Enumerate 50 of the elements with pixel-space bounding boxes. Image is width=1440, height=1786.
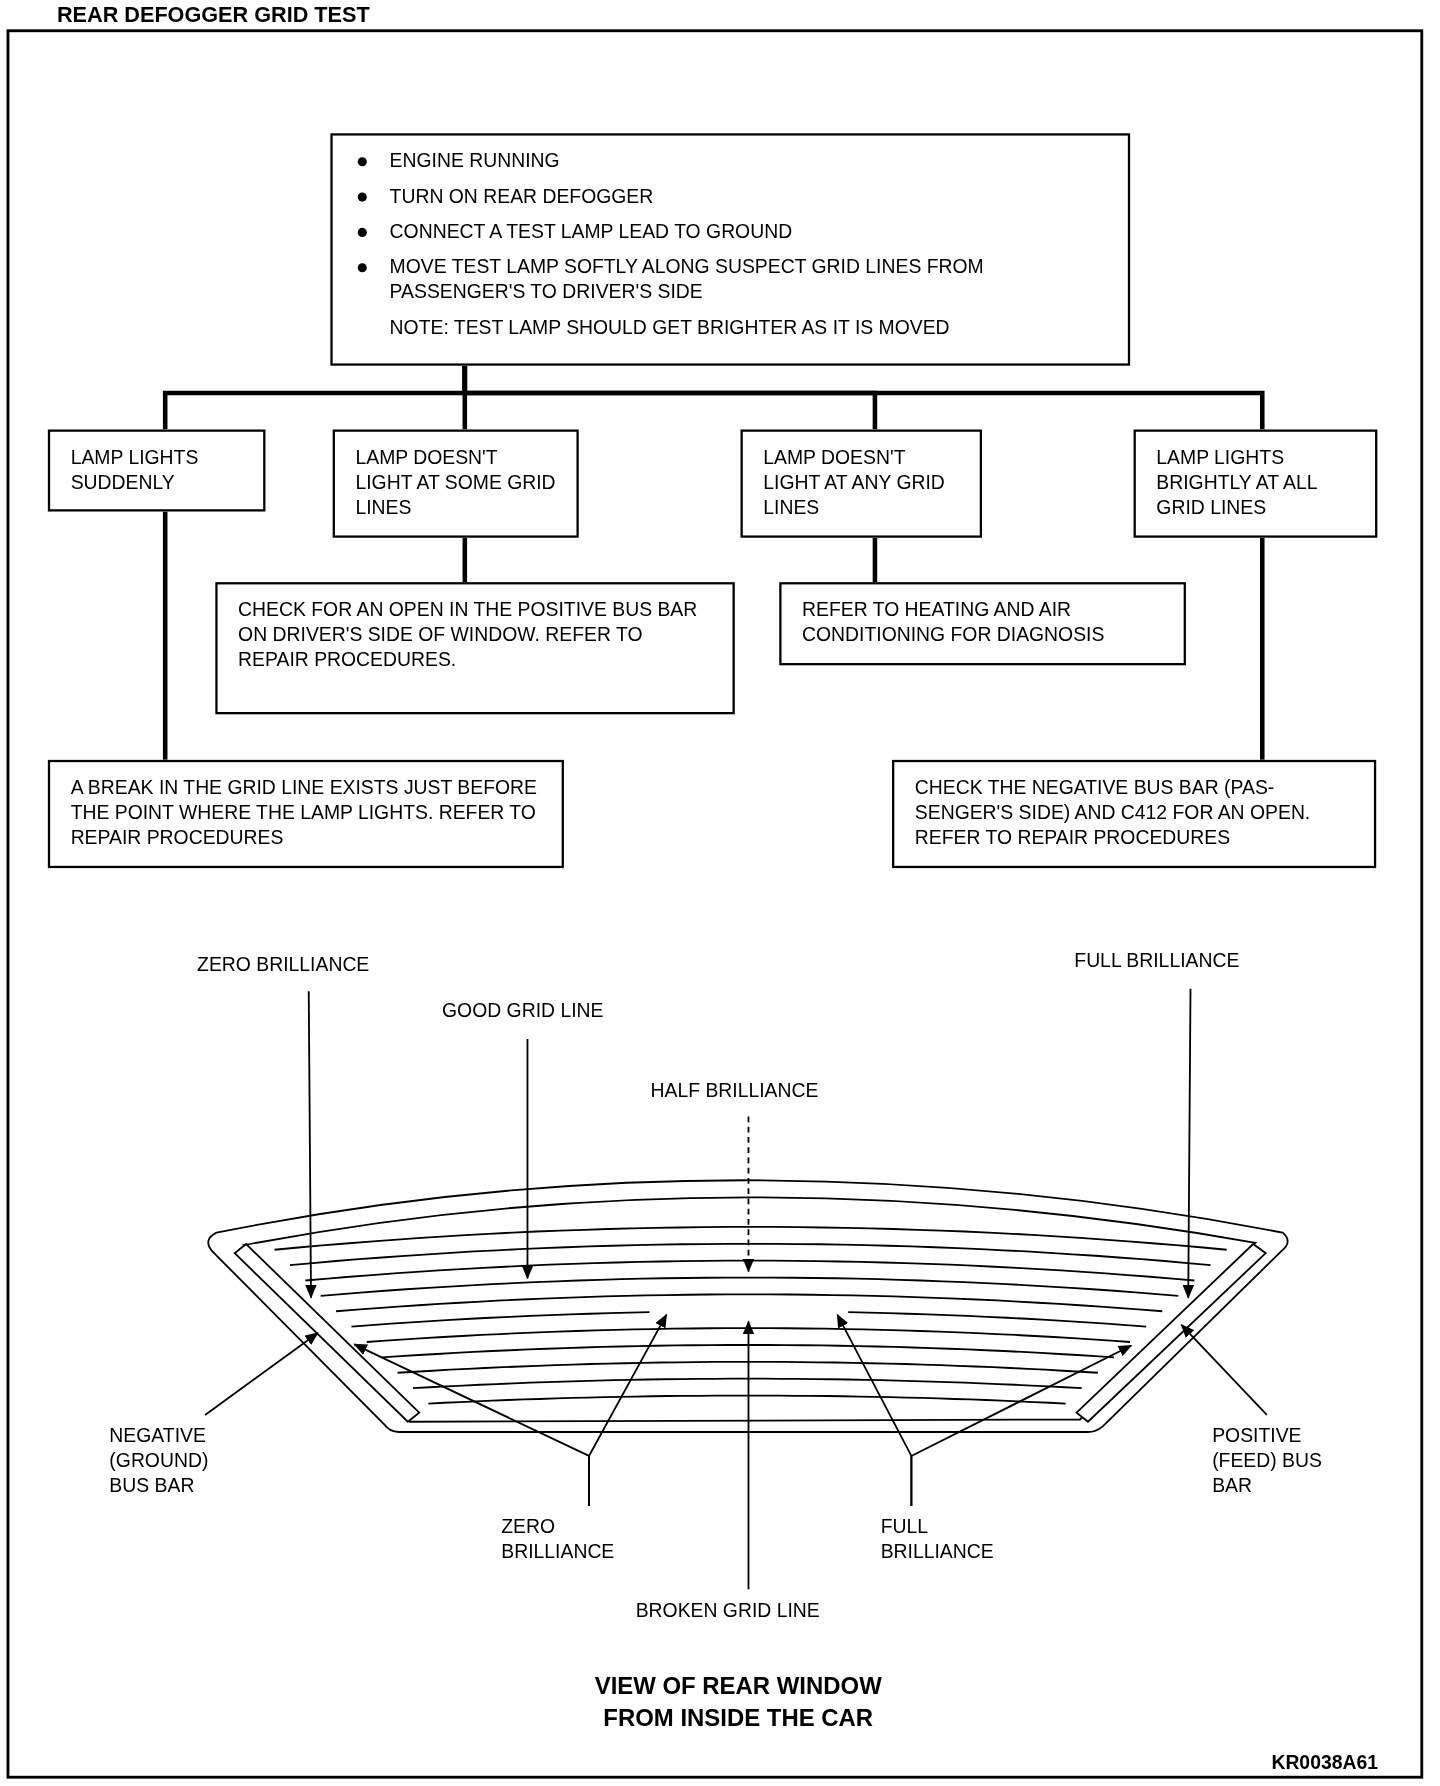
connector-line	[872, 537, 878, 583]
figure-code: KR0038A61	[1271, 1752, 1378, 1775]
box-text: CHECK FOR AN OPEN IN THE POSITIVE BUS BAR ON DRIVER'S SIDE OF WINDOW. REFER TO REPAIR PROCEDURES.	[238, 598, 699, 673]
callout-label: GOOD GRID LINE	[442, 999, 670, 1025]
connector-line	[462, 537, 468, 583]
callout-label: NEGATIVE (GROUND) BUS BAR	[109, 1424, 235, 1500]
process-box	[330, 133, 1131, 366]
process-box	[779, 582, 1186, 666]
leader-line	[1182, 987, 1194, 1299]
diagram-title: REAR DEFOGGER GRID TEST	[56, 2, 370, 28]
leader-line	[204, 1332, 319, 1416]
callout-label: POSITIVE (FEED) BUS BAR	[1212, 1424, 1338, 1500]
process-box	[740, 429, 982, 538]
bus-bar	[233, 1242, 421, 1423]
leader-line	[305, 990, 317, 1299]
process-box	[47, 759, 564, 869]
box-text: A BREAK IN THE GRID LINE EXISTS JUST BEFORE THE POINT WHERE THE LAMP LIGHTS. REFER TO REPAIR PROCEDURES	[70, 775, 538, 851]
process-box	[47, 429, 266, 512]
process-box	[215, 582, 735, 715]
box-text: CHECK THE NEGATIVE BUS BAR (PAS- SENGER'S SIDE) AND C412 FOR AN OPEN. REFER TO REPAIR PROCEDURES	[914, 775, 1312, 851]
bus-bar	[1075, 1242, 1268, 1423]
diagram-caption: VIEW OF REAR WINDOW FROM INSIDE THE CAR	[593, 1671, 883, 1733]
process-box	[892, 759, 1377, 869]
step-text: ENGINE RUNNING	[389, 149, 560, 175]
callout-label: HALF BRILLIANCE	[650, 1078, 879, 1104]
box-text: LAMP DOESN'T LIGHT AT SOME GRID LINES	[355, 445, 556, 521]
callout-label: BROKEN GRID LINE	[635, 1598, 887, 1624]
step-text: CONNECT A TEST LAMP LEAD TO GROUND	[389, 220, 793, 245]
connector-line	[162, 511, 168, 760]
connector-line	[462, 365, 1265, 430]
box-text: LAMP LIGHTS BRIGHTLY AT ALL GRID LINES	[1156, 445, 1318, 521]
process-box	[332, 429, 579, 538]
leader-line	[742, 1320, 755, 1591]
leader-line	[910, 1344, 1133, 1507]
callout-label: FULL BRILLIANCE	[1074, 949, 1303, 975]
leader-line	[353, 1343, 590, 1507]
callout-label: FULL BRILLIANCE	[880, 1515, 1041, 1566]
callout-label: ZERO BRILLIANCE	[197, 952, 425, 978]
callout-label: ZERO BRILLIANCE	[501, 1515, 661, 1566]
leader-line	[521, 1038, 534, 1280]
process-box	[1133, 429, 1378, 538]
step-text: TURN ON REAR DEFOGGER	[389, 184, 654, 210]
box-text: REFER TO HEATING AND AIR CONDITIONING FOR DIAGNOSIS	[802, 598, 1106, 648]
note-text: NOTE: TEST LAMP SHOULD GET BRIGHTER AS IT IS MOVED	[389, 315, 951, 341]
box-text: LAMP DOESN'T LIGHT AT ANY GRID LINES	[763, 445, 946, 521]
leader-line	[742, 1115, 755, 1273]
step-text: MOVE TEST LAMP SOFTLY ALONG SUSPECT GRID LINES FROM PASSENGER'S TO DRIVER'S SIDE	[389, 255, 985, 306]
leader-line	[1180, 1324, 1268, 1416]
connector-line	[1260, 537, 1265, 760]
box-text: LAMP LIGHTS SUDDENLY	[70, 445, 200, 496]
